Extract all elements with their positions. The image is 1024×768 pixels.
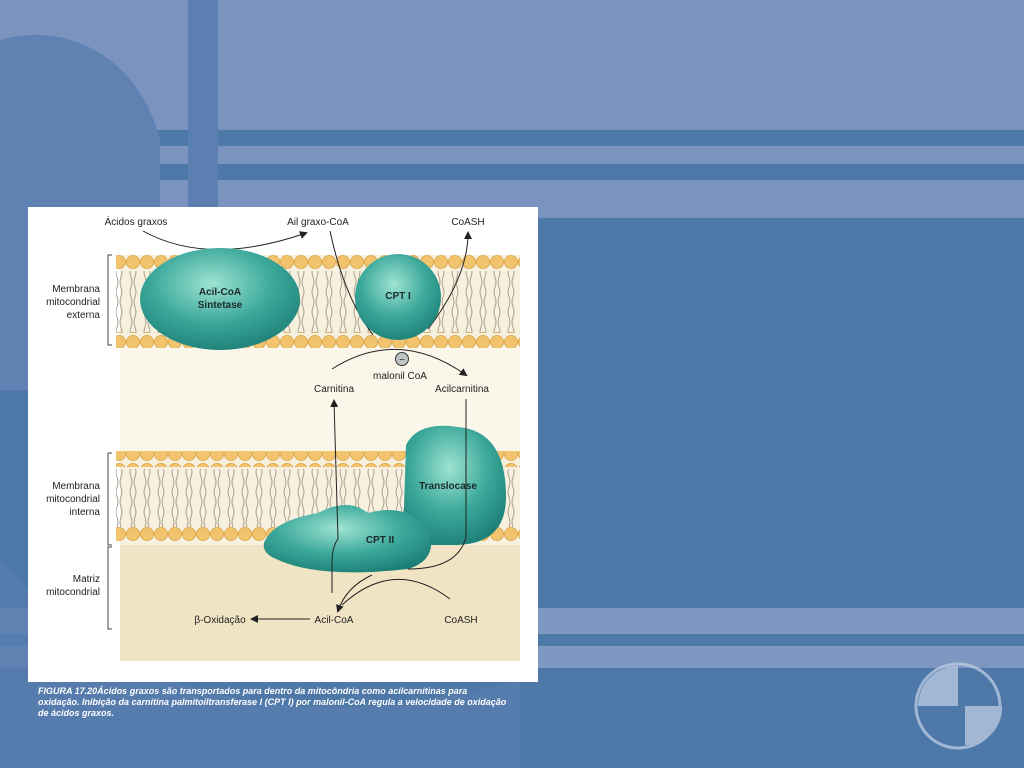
fatty-acids-label: Ácidos graxos xyxy=(105,215,168,228)
inner-membrane-label-2: mitocondrial xyxy=(46,494,100,505)
translocase-protein xyxy=(403,425,506,545)
acyl-coa-synthetase-label-1: Acil-CoA xyxy=(199,287,241,298)
cpt1-label: CPT I xyxy=(385,291,411,302)
outer-membrane-label-1: Membrana xyxy=(52,284,100,295)
cpt2-protein xyxy=(263,505,432,573)
acyl-coa-bottom-label: Acil-CoA xyxy=(315,615,354,626)
cpt2-reaction-arc xyxy=(341,579,451,606)
fatty-acid-activation-arrow xyxy=(142,230,308,250)
carnitine-to-acylcarnitine-arrow xyxy=(331,348,468,377)
carnitine-return-arrow xyxy=(330,399,339,593)
matrix-label-1: Matriz xyxy=(73,574,100,585)
circle-logo-icon xyxy=(914,662,1003,750)
inhibition-minus-icon xyxy=(395,352,409,366)
inner-membrane-bracket xyxy=(107,452,112,546)
cpt2-label: CPT II xyxy=(366,535,395,546)
outer-membrane-label-2: mitocondrial xyxy=(46,297,100,308)
carnitine-shuttle-figure: Membrana mitocondrial externa Membrana m… xyxy=(28,207,538,682)
acylcarnitine-import-line xyxy=(407,399,467,570)
inhibition-symbol: − xyxy=(399,355,405,366)
cpt2-to-acyl-coa-arrow xyxy=(336,574,373,613)
cpt1-protein xyxy=(355,254,441,340)
cpt1-to-coash-arrow xyxy=(427,231,472,330)
figure-caption: FIGURA 17.20Ácidos graxos são transporta… xyxy=(38,686,507,718)
inner-membrane-label-3: interna xyxy=(69,507,100,518)
carnitine-label: Carnitina xyxy=(314,384,354,395)
malonyl-coa-label: malonil CoA xyxy=(373,371,427,382)
translocase-label: Translocase xyxy=(419,481,477,492)
beta-oxidation-label: β-Oxidação xyxy=(194,615,246,626)
acyl-coa-top-label: Ail graxo-CoA xyxy=(287,217,349,228)
matrix-label-2: mitocondrial xyxy=(46,587,100,598)
inner-membrane-label-1: Membrana xyxy=(52,481,100,492)
coash-top-label: CoASH xyxy=(451,217,484,228)
acyl-coa-synthetase-protein xyxy=(140,248,300,350)
acyl-coa-synthetase-label-2: Sintetase xyxy=(198,300,243,311)
matrix-bracket xyxy=(107,546,112,630)
outer-membrane-label-3: externa xyxy=(67,310,101,321)
outer-membrane-bracket xyxy=(107,254,112,346)
acylcarnitine-label: Acilcarnitina xyxy=(435,384,489,395)
coash-bottom-label: CoASH xyxy=(444,615,477,626)
